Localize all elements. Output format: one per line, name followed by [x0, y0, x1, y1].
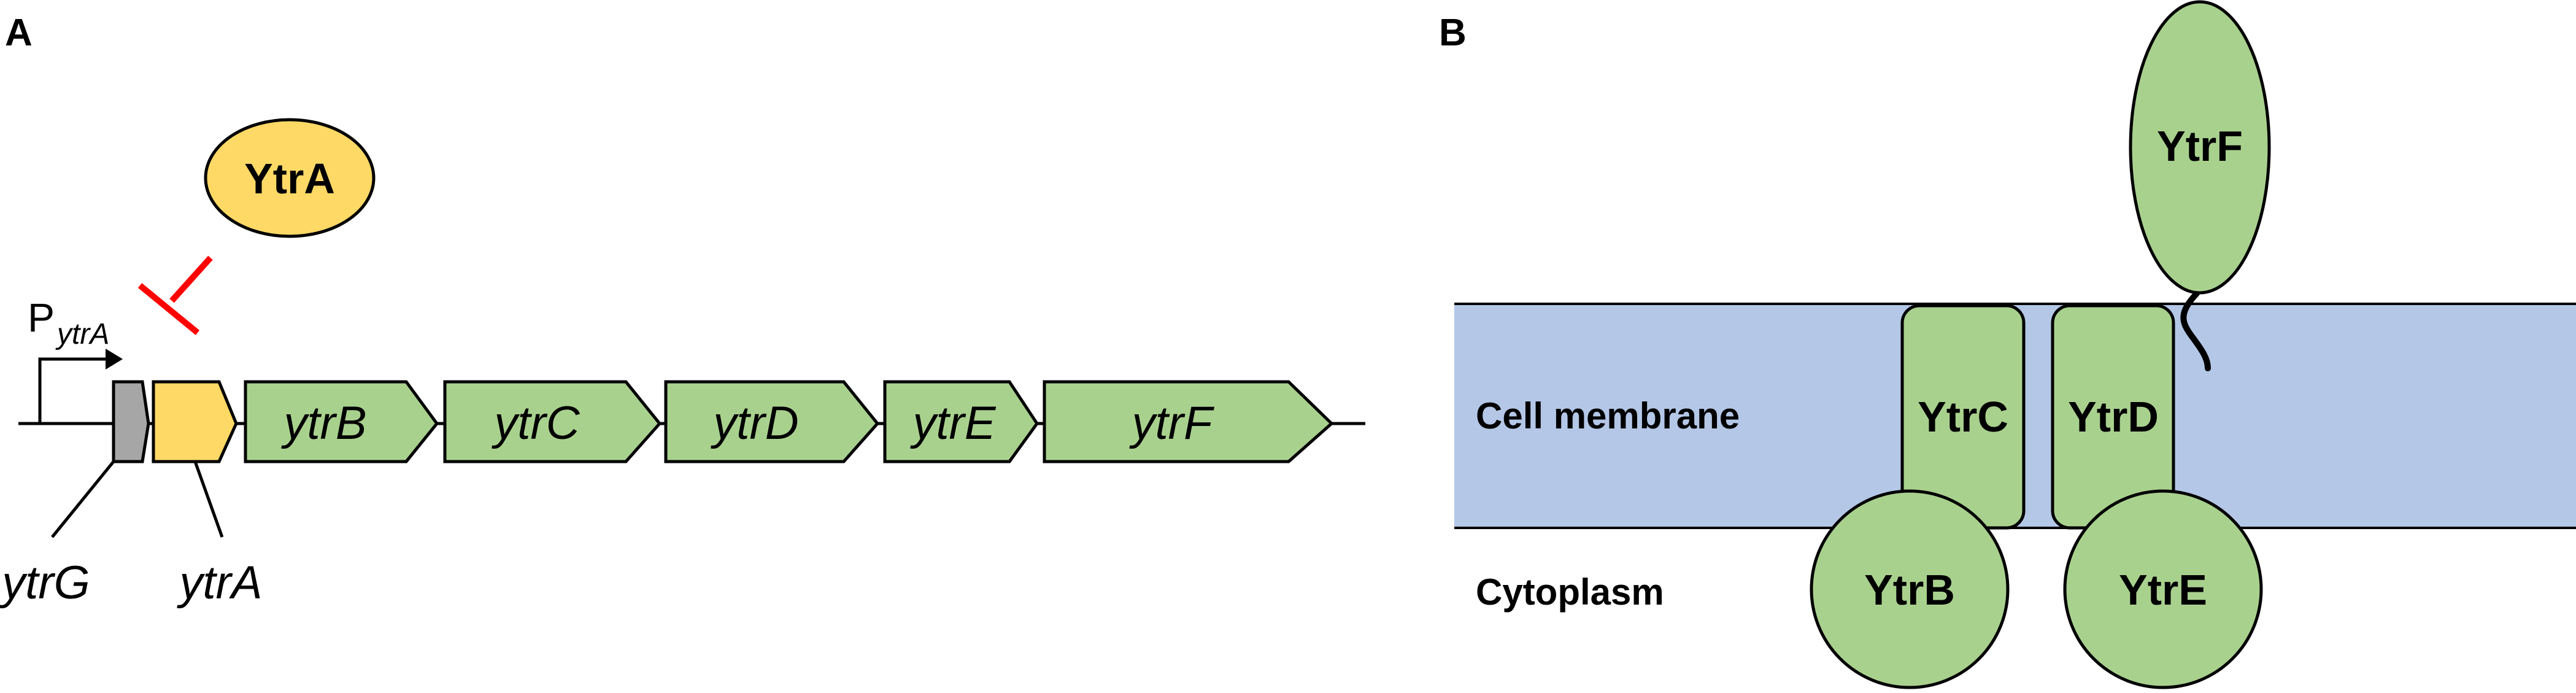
protein-ytrb-label: YtrB: [1864, 566, 1955, 614]
panel-a: A YtrA PytrA ytrB: [0, 12, 1365, 609]
ytrf-membrane-anchor: [2180, 290, 2211, 371]
promoter-label: PytrA: [28, 295, 109, 350]
protein-ytrc-label: YtrC: [1918, 393, 2008, 441]
protein-ytre-shape: [2063, 489, 2263, 689]
gene-ytrg-arrow: [112, 380, 150, 463]
promoter-base: P: [28, 295, 55, 340]
gene-ytrc-arrow: [443, 380, 662, 463]
protein-ytrf: YtrF: [2129, 0, 2271, 371]
gene-ytra-label: ytrA: [176, 557, 262, 609]
protein-ytrb: YtrB: [1810, 489, 2010, 689]
gene-ytre-label: ytrE: [909, 397, 996, 449]
gene-ytrb: ytrB: [244, 380, 439, 463]
repression-bar: [137, 283, 200, 335]
protein-ytrf-label: YtrF: [2157, 122, 2243, 170]
ytra-repressor-label: YtrA: [244, 155, 335, 203]
gene-ytrc-label: ytrC: [491, 397, 580, 449]
protein-ytre-label: YtrE: [2119, 566, 2207, 614]
protein-ytrf-shape: [2129, 0, 2271, 295]
protein-ytrc: YtrC: [1900, 304, 2026, 530]
panel-b-letter: B: [1439, 12, 1467, 54]
cytoplasm-label: Cytoplasm: [1476, 571, 1664, 613]
promoter-arrowhead: [106, 349, 123, 370]
gene-ytrf: ytrF: [1043, 380, 1334, 463]
gene-ytrb-arrow: [244, 380, 439, 463]
promoter-subscript: ytrA: [55, 318, 109, 350]
gene-ytrd-label: ytrD: [710, 397, 798, 449]
panel-b: B Cell membrane Cytoplasm YtrC YtrD YtrB…: [1439, 0, 2576, 689]
protein-ytrd: YtrD: [2051, 304, 2175, 530]
repression-stem: [169, 255, 213, 303]
gene-ytrg: [112, 380, 150, 463]
gene-ytra: [152, 380, 238, 463]
ytrg-leader-line: [51, 460, 115, 538]
promoter-arrow: [38, 357, 107, 424]
gene-ytrd: ytrD: [664, 380, 880, 463]
gene-ytre: ytrE: [883, 380, 1039, 463]
membrane-label: Cell membrane: [1476, 395, 1740, 436]
ytra-leader-line: [193, 461, 224, 538]
protein-ytrb-shape: [1810, 489, 2010, 689]
gene-ytra-arrow: [152, 380, 238, 463]
promoter: PytrA: [28, 295, 123, 424]
gene-ytrc: ytrC: [443, 380, 662, 463]
gene-ytrf-arrow: [1043, 380, 1334, 463]
protein-ytrd-label: YtrD: [2068, 393, 2159, 441]
panel-a-letter: A: [5, 12, 33, 54]
ytra-repressor-shape: [204, 118, 376, 238]
gene-ytre-arrow: [883, 380, 1039, 463]
ytra-repressor: YtrA: [204, 118, 376, 238]
gene-ytrf-label: ytrF: [1129, 397, 1214, 449]
repression-symbol: [137, 255, 213, 335]
gene-ytrb-label: ytrB: [280, 397, 366, 449]
gene-ytrd-arrow: [664, 380, 880, 463]
gene-ytrg-label: ytrG: [0, 557, 90, 609]
protein-ytre: YtrE: [2063, 489, 2263, 689]
